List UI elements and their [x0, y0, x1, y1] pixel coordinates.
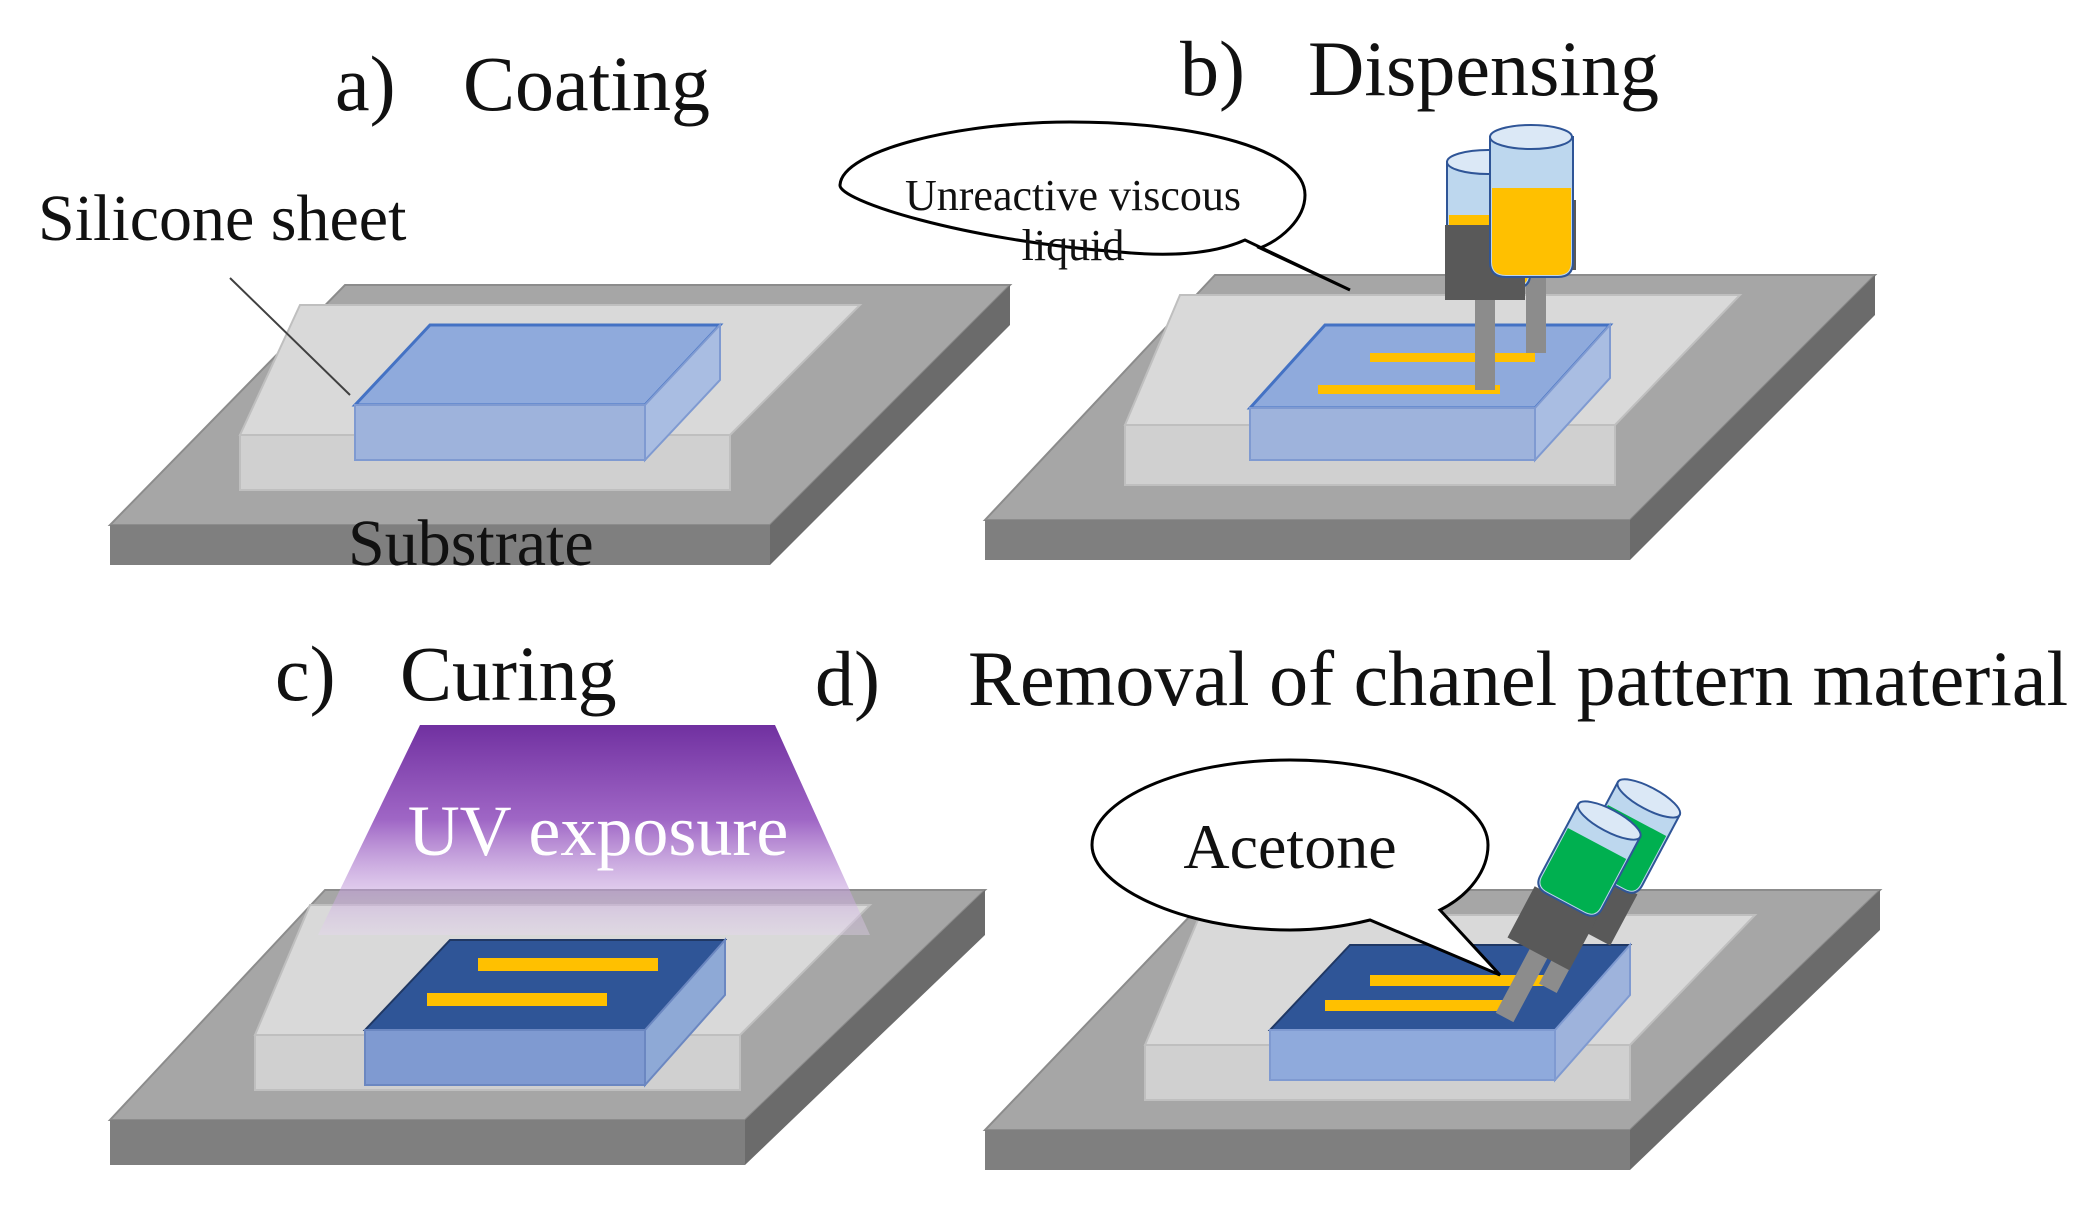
panel-d-title: Removal of chanel pattern material: [968, 635, 2068, 722]
silicone-sheet-label: Silicone sheet: [38, 182, 406, 255]
panel-a-letter: a): [335, 40, 396, 127]
channel-line: [1370, 353, 1535, 362]
panel-b-dispensing: b) Dispensing: [838, 25, 1878, 560]
panel-c-curing: c) Curing UV exposure: [107, 630, 988, 1165]
channel-line: [1325, 1000, 1507, 1011]
channel-line: [1370, 975, 1545, 986]
channel-line: [427, 993, 607, 1006]
panel-d-removal: d) Removal of chanel pattern material: [815, 635, 2068, 1170]
speech-bubble: Unreactive viscous liquid: [838, 120, 1351, 292]
syringe-front: [1445, 124, 1574, 390]
panel-b-letter: b): [1180, 25, 1245, 112]
channel-line: [478, 958, 658, 971]
bubble-text-line1: Unreactive viscous: [905, 171, 1241, 220]
bubble-text: Acetone: [1183, 811, 1396, 882]
uv-exposure-label: UV exposure: [408, 791, 789, 871]
panel-a-title: Coating: [463, 40, 710, 127]
silicone-sheet-leader-line: [229, 277, 351, 396]
speech-bubble: Acetone: [1090, 758, 1502, 977]
acetone-bottle-front: [1495, 800, 1642, 1023]
panel-b-title: Dispensing: [1308, 25, 1659, 112]
panel-c-title: Curing: [400, 630, 617, 717]
panel-d-letter: d): [815, 635, 880, 722]
channel-line: [1318, 385, 1500, 394]
uv-light-beam: UV exposure: [318, 725, 870, 935]
bubble-text-line2: liquid: [1022, 221, 1125, 270]
uncured-layer: [1246, 322, 1614, 463]
substrate-label: Substrate: [348, 507, 594, 580]
panel-c-letter: c): [275, 630, 336, 717]
panel-a-coating: a) Coating Silicone sheet Substrate: [38, 40, 1013, 580]
uncured-layer: [351, 322, 724, 463]
